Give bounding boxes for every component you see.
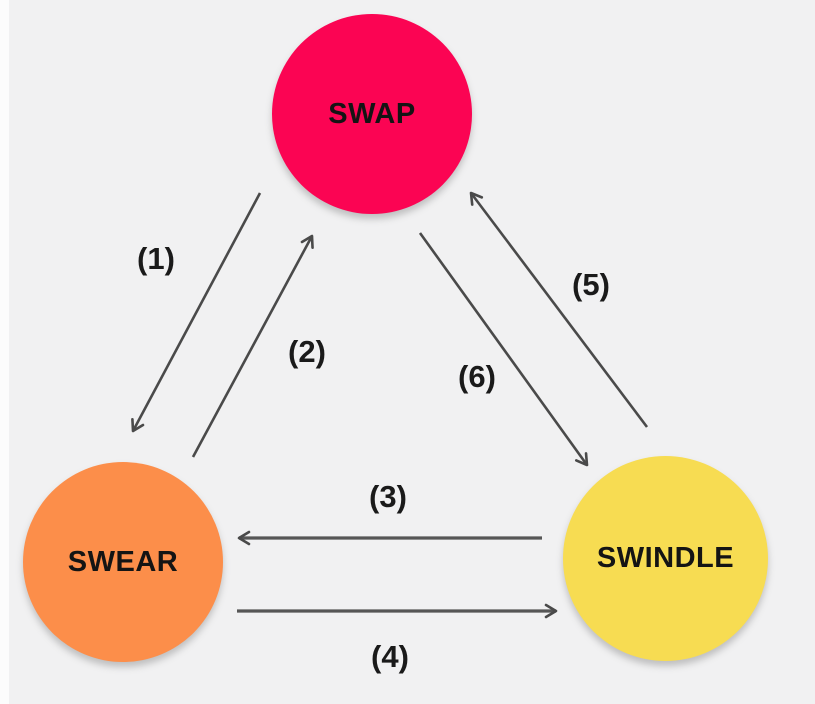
node-swap: SWAP <box>272 14 472 214</box>
node-swear: SWEAR <box>23 462 223 662</box>
edge-label-5: (5) <box>572 267 610 302</box>
edge-label-2: (2) <box>288 334 326 369</box>
arrow-swap-to-swear <box>131 192 262 433</box>
node-swap-label: SWAP <box>328 97 416 130</box>
edge-label-4: (4) <box>371 639 409 674</box>
left-edge-strip <box>0 0 9 704</box>
arrow-swap-to-swindle <box>418 232 589 467</box>
node-swindle-label: SWINDLE <box>596 542 735 574</box>
edge-label-3: (3) <box>369 479 407 514</box>
edge-label-1: (1) <box>137 241 175 276</box>
edge-label-6: (6) <box>458 359 496 394</box>
node-swear-label: SWEAR <box>67 545 179 578</box>
arrow-swindle-to-swap <box>469 191 649 428</box>
node-swindle: SWINDLE <box>563 456 768 661</box>
